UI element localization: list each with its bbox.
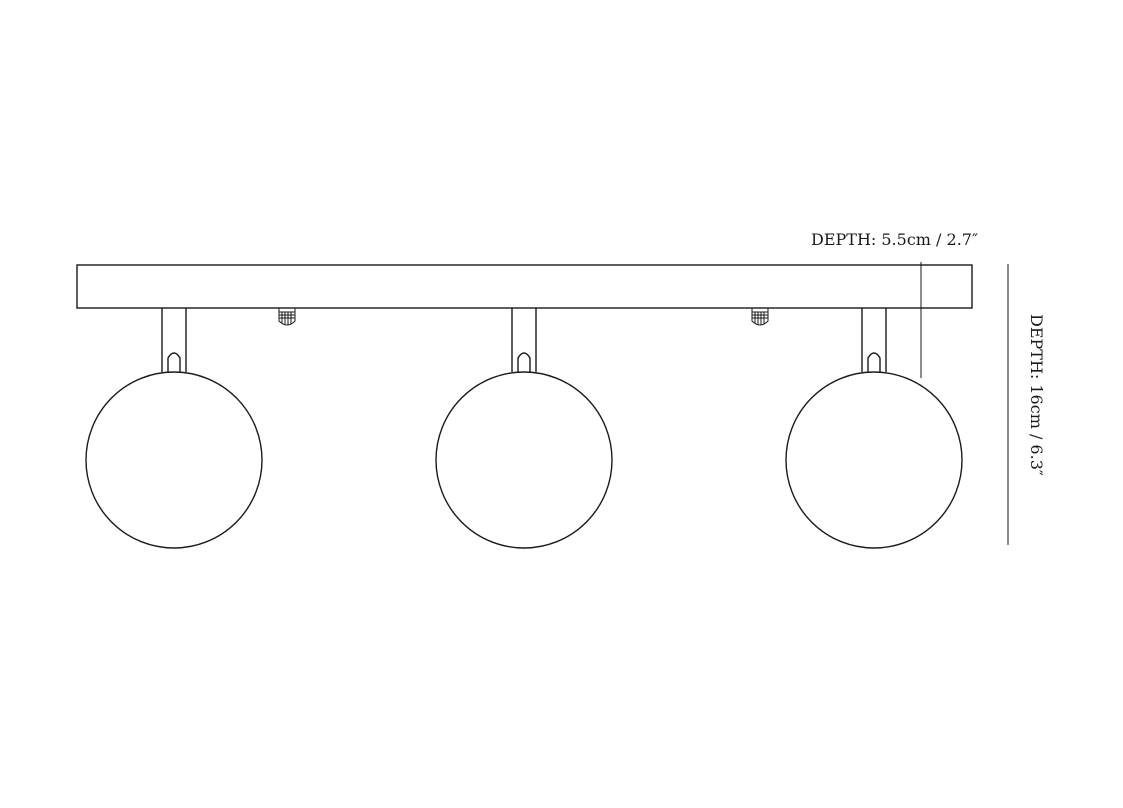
globe-shade [85,371,263,549]
globe-shade [785,371,963,549]
depth-label-side: DEPTH: 16cm / 6.3″ [1027,314,1046,476]
globe-stem [861,308,887,372]
globe-shade [435,371,613,549]
globe-stem [161,308,187,372]
fixing-screw [278,308,296,326]
globe-stem [511,308,537,372]
depth-label-top: DEPTH: 5.5cm / 2.7″ [811,230,978,249]
fixing-screw [751,308,769,326]
canopy-bar [76,264,973,309]
